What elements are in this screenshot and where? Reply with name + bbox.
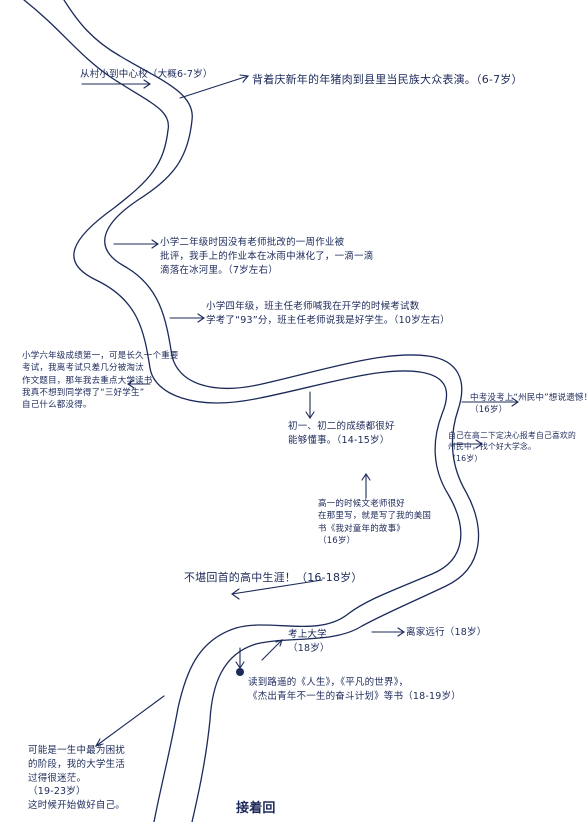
arrow-e7-head (511, 397, 519, 407)
event-5-label: 小学六年级成绩第一，可是长久一个重要 考试，我离考试只差几分被淘汰 作文题目，那… (22, 351, 179, 411)
arrow-e5-head (127, 379, 135, 389)
arrow-e2 (179, 75, 249, 99)
event-14-label: 可能是一生中最为困扰 的阶段，我的大学生活 过得很迷茫。 （19-23岁） 这时… (28, 745, 126, 812)
event-4-label: 小学四年级，班主任老师喊我在开学的时候考试数 学考了“93”分，班主任老师说我是… (206, 301, 450, 326)
event-10-label: 不堪回首的高中生涯！（16-18岁） (184, 571, 363, 584)
arrow-e14 (95, 695, 165, 747)
event-2-label: 背着庆新年的年猪肉到县里当民族大众表演。（6-7岁） (252, 73, 523, 86)
event-9-label: 自己在高二下定决心报考自己喜欢的 州民中，找个好大学念。 （16岁） (448, 431, 576, 463)
event-15-label: 接着回 (236, 801, 276, 816)
event-7-label: 中考没考上“州民中”想说遗憾！ （16岁） (470, 393, 587, 416)
arrow-e8-head (361, 473, 371, 481)
event-6-label: 初一、初二的成绩都很好 能够懂事。（14-15岁） (288, 421, 395, 446)
event-11-label: 考上大学 （18岁） (288, 629, 330, 654)
event-13-label: 读到路遥的《人生》，《平凡的世界》， 《杰出青年不一生的奋斗计划》等书（18-1… (248, 677, 461, 702)
event-3-label: 小学二年级时因没有老师批改的一周作业被 批评，我手上的作业本在冰雨中淋化了，一滴… (160, 237, 374, 276)
arrow-e12-head (397, 627, 405, 637)
event-8-label: 高一的时候文老师很好 在那里写，就是写了我的美国 书《我对童年的故事》 （16岁… (318, 499, 432, 546)
river-right-bank (63, 0, 480, 822)
arrow-e2-head (239, 74, 250, 83)
arrow-e9-head (475, 439, 483, 449)
arrow-e14-head (94, 738, 104, 747)
event-1-label: 从村小到中心校（大概6-7岁） (80, 69, 213, 80)
marker-dot (236, 668, 244, 676)
river-left-bank (23, 0, 462, 822)
arrow-e10-head (231, 588, 240, 600)
arrow-e3-head (151, 239, 159, 249)
event-12-label: 离家远行（18岁） (406, 627, 487, 638)
arrow-e4-head (197, 313, 205, 323)
arrow-e11 (261, 639, 283, 661)
arrow-e1-head (143, 79, 151, 89)
arrow-e11-head (275, 639, 283, 647)
arrow-e10 (231, 579, 323, 595)
arrow-e6-head (305, 411, 315, 419)
